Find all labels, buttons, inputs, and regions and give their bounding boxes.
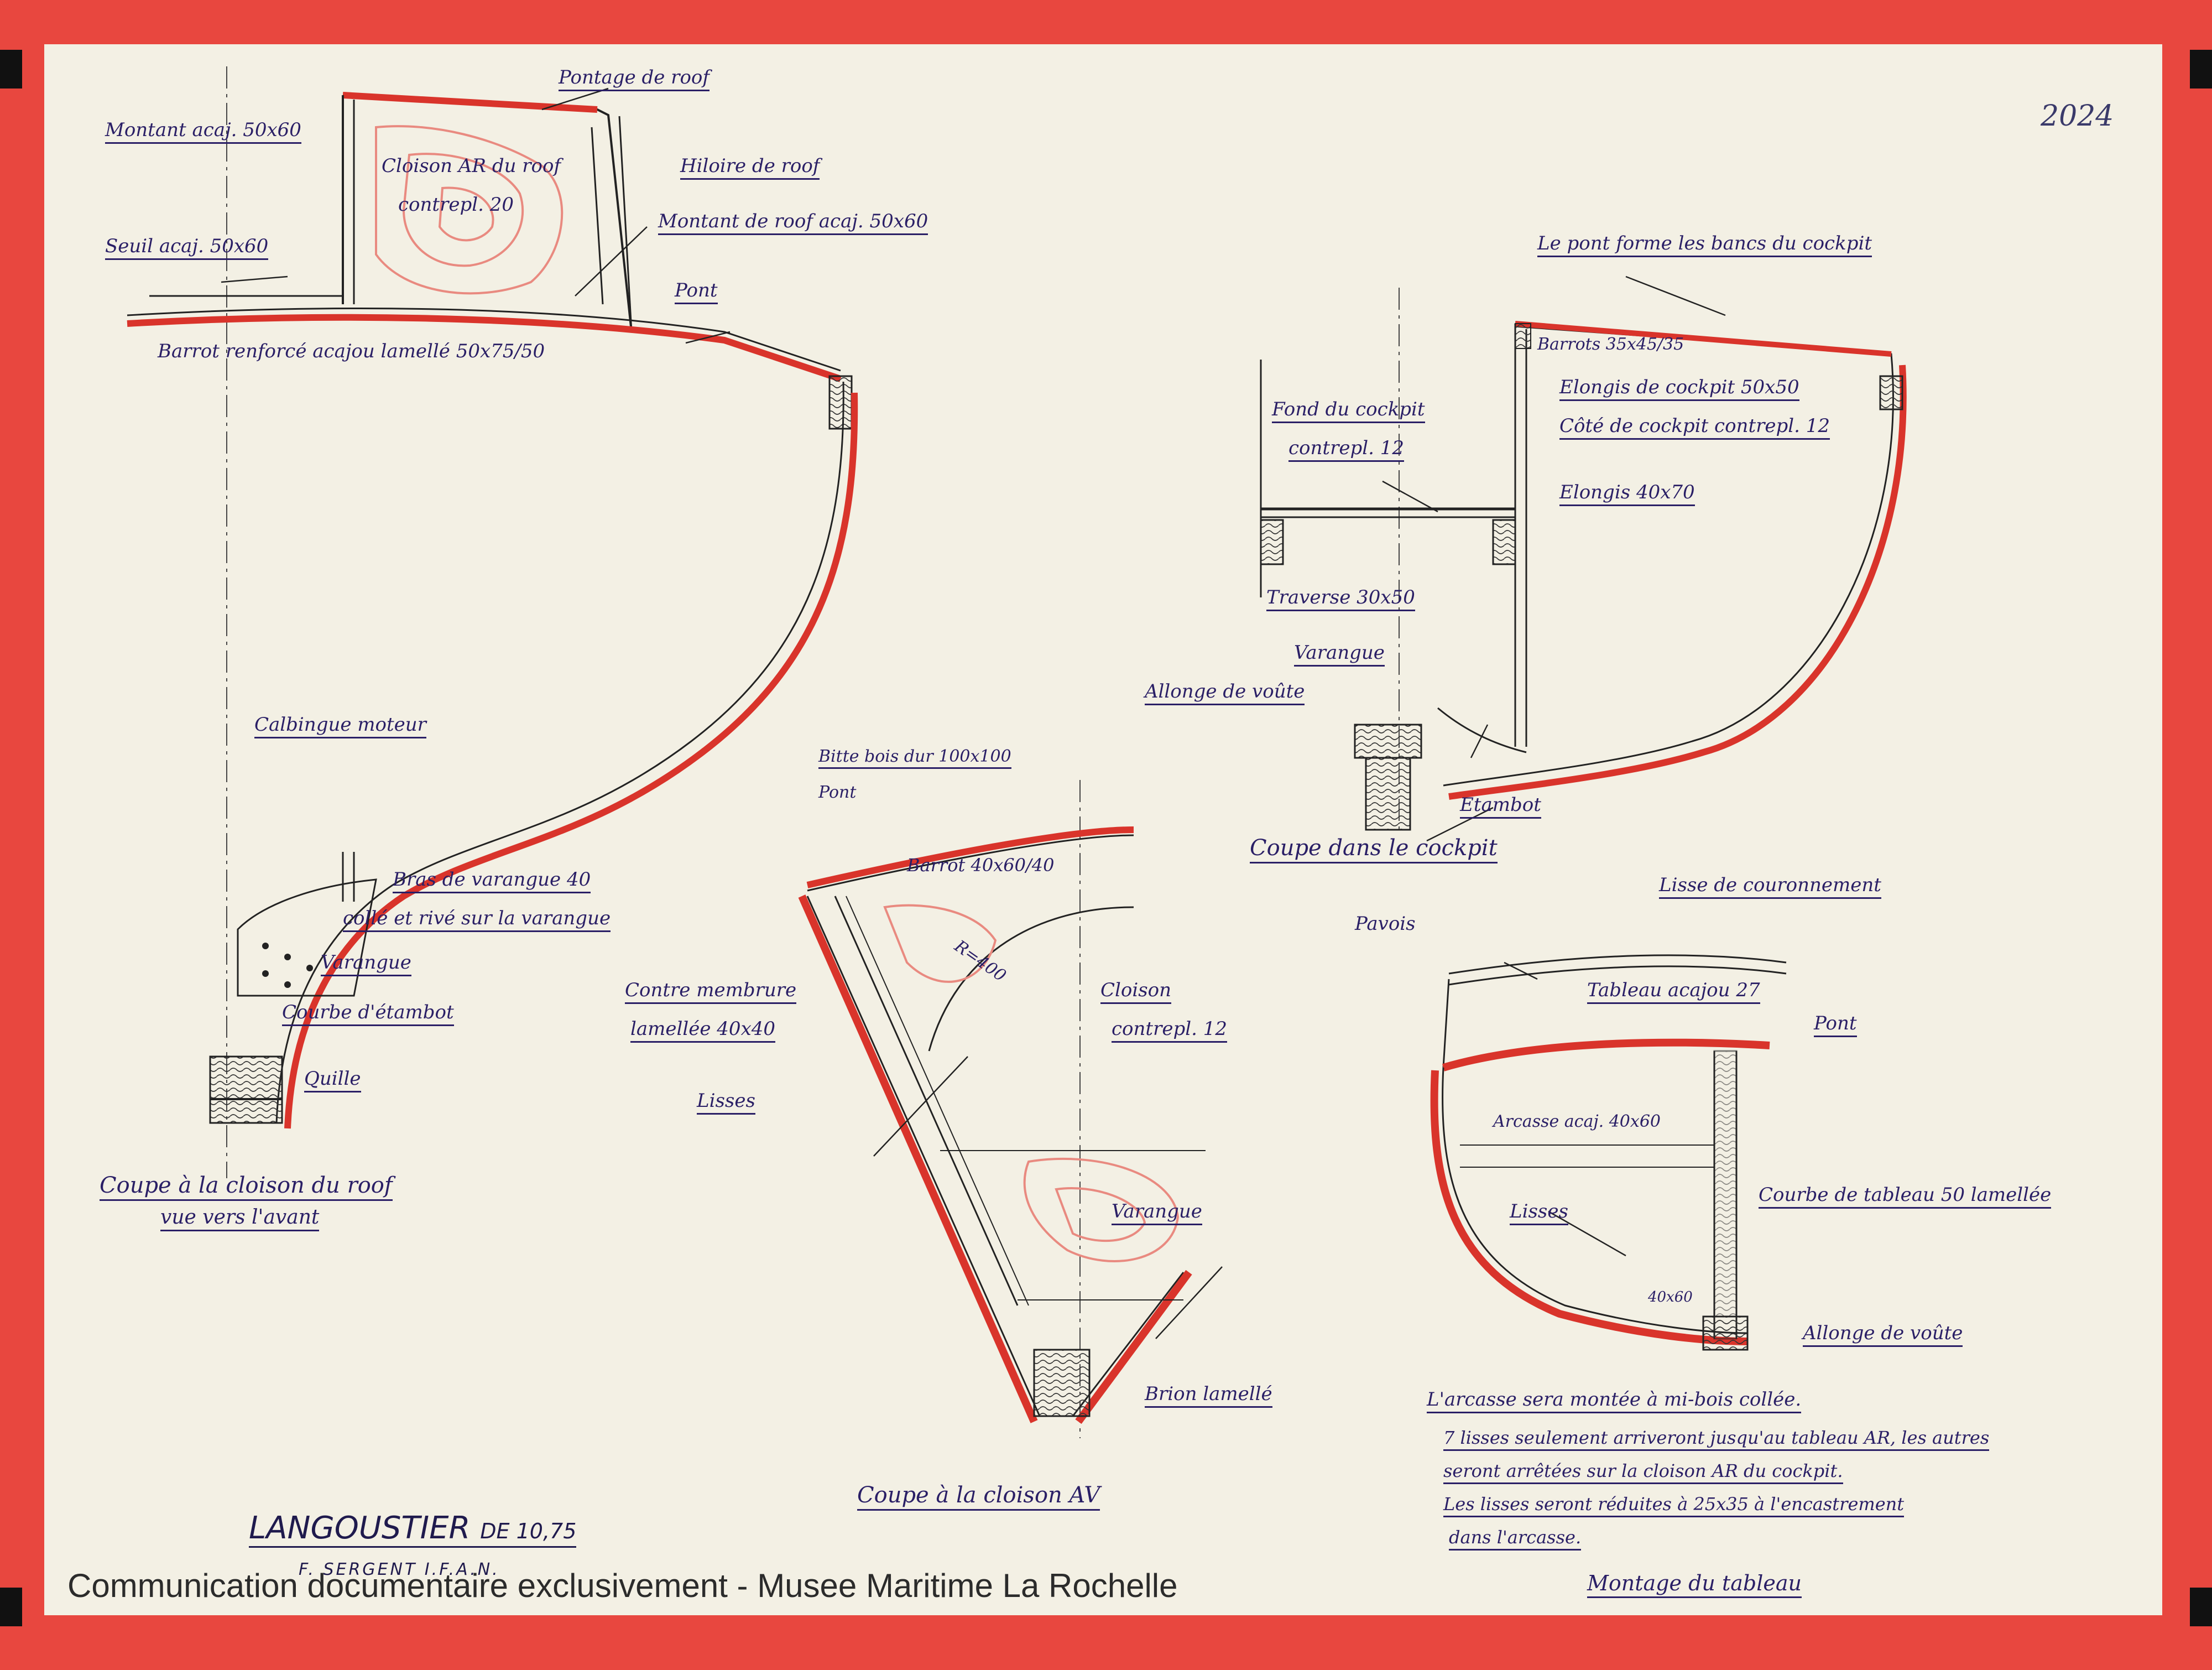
bow-section xyxy=(798,780,1206,1438)
label-contrepl-20: contrepl. 20 xyxy=(398,194,514,216)
label-colle-et-rive: collé et rivé sur la varangue xyxy=(343,907,611,932)
label-fond-cockpit: Fond du cockpit xyxy=(1272,398,1425,423)
label-quille: Quille xyxy=(304,1068,361,1092)
label-cote-cockpit: Côté de cockpit contrepl. 12 xyxy=(1559,415,1830,440)
technical-drawing xyxy=(127,66,1907,1438)
binder-clip xyxy=(0,1588,22,1626)
caption-roof-section: Coupe à la cloison du roof xyxy=(100,1173,393,1201)
title-block: LANGOUSTIER DE 10,75 xyxy=(249,1510,577,1548)
label-brion-lamelle: Brion lamellé xyxy=(1145,1383,1272,1408)
note-line-5: dans l'arcasse. xyxy=(1449,1527,1582,1551)
label-hiloire-de-roof: Hiloire de roof xyxy=(680,155,820,180)
label-varangue-bow: Varangue xyxy=(1112,1200,1202,1225)
label-pont-transom: Pont xyxy=(1814,1012,1857,1037)
label-contrepl-12-cockpit: contrepl. 12 xyxy=(1288,437,1404,462)
caption-bow-section: Coupe à la cloison AV xyxy=(857,1482,1100,1511)
label-allonge-voute-cockpit: Allonge de voûte xyxy=(1145,680,1305,705)
note-line-3: seront arrêtées sur la cloison AR du coc… xyxy=(1443,1460,1843,1484)
cockpit-section xyxy=(1260,288,1907,831)
label-40x60: 40x60 xyxy=(1648,1289,1693,1305)
boat-name: LANGOUSTIER xyxy=(249,1510,471,1546)
transom-section xyxy=(1430,954,1787,1351)
binder-clip xyxy=(0,50,22,89)
label-bras-de-varangue: Bras de varangue 40 xyxy=(393,868,591,893)
note-line-2: 7 lisses seulement arriveront jusqu'au t… xyxy=(1443,1427,1990,1451)
caption-transom-section: Montage du tableau xyxy=(1587,1571,1802,1598)
binder-clip xyxy=(2190,50,2212,89)
label-cloison-ar-roof: Cloison AR du roof xyxy=(382,155,561,177)
binder-clip xyxy=(2190,1588,2212,1626)
label-traverse: Traverse 30x50 xyxy=(1266,586,1415,611)
label-arcasse: Arcasse acaj. 40x60 xyxy=(1493,1112,1661,1131)
label-courbe-etambot: Courbe d'étambot xyxy=(282,1001,454,1026)
label-contre-membrure: Contre membrure xyxy=(625,979,797,1004)
label-barrot-renforce: Barrot renforcé acajou lamellé 50x75/50 xyxy=(158,340,545,362)
label-tableau-acajou: Tableau acajou 27 xyxy=(1587,979,1760,1004)
label-bitte-bois: Bitte bois dur 100x100 xyxy=(818,747,1011,769)
leader-lines xyxy=(221,87,1726,1339)
label-elongis-40x70: Elongis 40x70 xyxy=(1559,481,1695,506)
label-barrot-bow: Barrot 40x60/40 xyxy=(907,855,1055,876)
label-varangue-cockpit: Varangue xyxy=(1294,642,1385,667)
boat-size: DE 10,75 xyxy=(480,1519,577,1543)
label-barrots-cockpit: Barrots 35x45/35 xyxy=(1537,335,1684,354)
drawing-paper: 2024 Pontage de roof Montant acaj. 50x60… xyxy=(44,44,2162,1615)
label-lamellee-40x40: lamellée 40x40 xyxy=(630,1018,776,1043)
label-lisse-couronnement: Lisse de couronnement xyxy=(1659,874,1881,899)
caption-roof-view: vue vers l'avant xyxy=(160,1206,320,1231)
label-seuil-acaj: Seuil acaj. 50x60 xyxy=(105,235,269,260)
label-pont-bow: Pont xyxy=(818,783,857,802)
label-courbe-tableau: Courbe de tableau 50 lamellée xyxy=(1759,1184,2052,1209)
label-varangue-roof: Varangue xyxy=(321,951,411,976)
label-calbingue-moteur: Calbingue moteur xyxy=(254,714,426,738)
label-allonge-voute-transom: Allonge de voûte xyxy=(1803,1322,1963,1347)
label-pont-bancs-cockpit: Le pont forme les bancs du cockpit xyxy=(1537,232,1872,257)
label-cloison-bow: Cloison xyxy=(1100,979,1172,1004)
note-line-4: Les lisses seront réduites à 25x35 à l'e… xyxy=(1443,1494,1905,1517)
label-pontage-de-roof: Pontage de roof xyxy=(559,66,709,91)
label-lisses-bow: Lisses xyxy=(697,1090,755,1115)
label-etambot: Etambot xyxy=(1460,794,1541,819)
title-author: F. SERGENT I.F.A.N. xyxy=(299,1560,500,1579)
reference-number: 2024 xyxy=(2041,100,2114,133)
label-pavois: Pavois xyxy=(1355,913,1416,935)
label-montant-de-roof: Montant de roof acaj. 50x60 xyxy=(658,210,928,235)
caption-cockpit-section: Coupe dans le cockpit xyxy=(1250,835,1498,863)
label-montant-acaj: Montant acaj. 50x60 xyxy=(105,119,301,144)
label-elongis-cockpit: Elongis de cockpit 50x50 xyxy=(1559,376,1799,401)
roof-section xyxy=(127,66,858,1178)
label-contrepl-12-bow: contrepl. 12 xyxy=(1112,1018,1227,1043)
label-lisses-transom: Lisses xyxy=(1510,1200,1568,1225)
footer-note: Communication documentaire exclusivement… xyxy=(67,1567,1178,1604)
label-pont-roof: Pont xyxy=(675,279,718,304)
note-line-1: L'arcasse sera montée à mi-bois collée. xyxy=(1427,1388,1802,1413)
